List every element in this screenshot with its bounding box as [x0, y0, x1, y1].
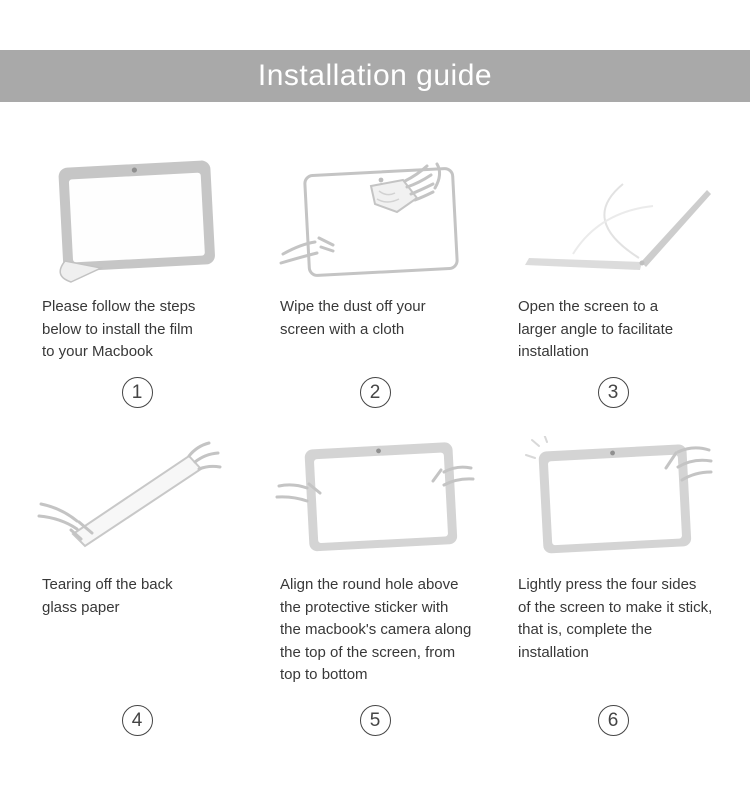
- step-2-caption: Wipe the dust off your screen with a clo…: [280, 298, 426, 338]
- peel-film-corner-icon: [26, 158, 248, 283]
- step-3-number: 3: [597, 377, 629, 408]
- step-6-number: 6: [597, 705, 629, 736]
- page-title: Installation guide: [257, 59, 493, 92]
- step-2-number: 2: [359, 377, 391, 408]
- tear-backing-paper-icon: [26, 436, 248, 560]
- step-4-card: Tearing off the back glass paper 4: [26, 436, 248, 736]
- step-3-card: Open the screen to a larger angle to fac…: [502, 158, 724, 408]
- step-6-card: Lightly press the four sides of the scre…: [502, 435, 724, 736]
- step-4-caption: Tearing off the back glass paper: [42, 576, 173, 616]
- step-1-caption: Please follow the steps below to install…: [42, 298, 196, 360]
- steps-grid: Please follow the steps below to install…: [0, 158, 750, 736]
- step-5-number: 5: [359, 705, 391, 736]
- step-2-card: Wipe the dust off your screen with a clo…: [264, 158, 486, 408]
- press-screen-edges-icon: [502, 435, 724, 560]
- wipe-screen-cloth-icon: [264, 158, 486, 282]
- step-5-card: Align the round hole above the protectiv…: [264, 436, 486, 736]
- step-4-number: 4: [121, 705, 153, 736]
- step-5-caption: Align the round hole above the protectiv…: [280, 576, 472, 683]
- step-6-caption: Lightly press the four sides of the scre…: [518, 576, 713, 661]
- step-1-number: 1: [121, 377, 153, 408]
- step-3-caption: Open the screen to a larger angle to fac…: [518, 298, 674, 360]
- installation-guide-header: Installation guide: [0, 50, 750, 102]
- open-laptop-angle-icon: [502, 158, 724, 282]
- align-film-camera-icon: [264, 436, 486, 560]
- step-1-card: Please follow the steps below to install…: [26, 158, 248, 408]
